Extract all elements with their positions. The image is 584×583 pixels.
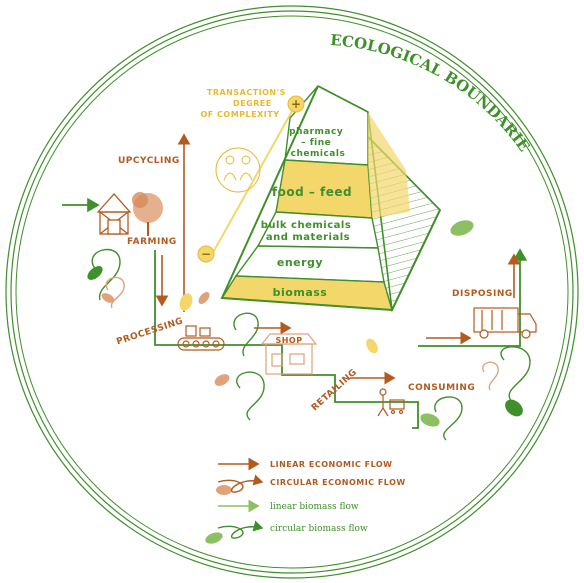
leaf-decorations — [87, 220, 523, 427]
value-pyramid: pharmacy – fine chemicals food – feed bu… — [220, 85, 441, 313]
legend-linear-economic: LINEAR ECONOMIC FLOW — [218, 457, 393, 471]
complexity-axis: + − TRANSACTION'S DEGREE OF COMPLEXITY — [197, 88, 305, 263]
tree-icon — [132, 192, 163, 236]
shop-icon — [260, 333, 318, 375]
legend-circular-biomass: circular biomass flow — [205, 520, 368, 544]
level-biomass-text: biomass — [273, 286, 328, 299]
svg-text:linear biomass flow: linear biomass flow — [270, 502, 359, 512]
label-disposing: DISPOSING — [452, 289, 513, 299]
label-consuming: CONSUMING — [408, 383, 475, 393]
svg-text:LINEAR ECONOMIC FLOW: LINEAR ECONOMIC FLOW — [270, 460, 393, 469]
barn-icon — [96, 193, 132, 235]
minus-marker — [197, 245, 215, 263]
shopper-icon — [377, 388, 405, 417]
svg-text:+: + — [291, 97, 301, 111]
legend-circular-economic: CIRCULAR ECONOMIC FLOW — [216, 474, 406, 495]
circular-loops — [91, 248, 531, 441]
level-bulk-text: bulk chemicals and materials — [261, 220, 356, 243]
legend-linear-biomass: linear biomass flow — [218, 499, 359, 513]
title-ecological-boundaries: ECOLOGICAL BOUNDARIES — [0, 0, 533, 155]
shop-sign: SHOP — [275, 336, 302, 345]
legend: LINEAR ECONOMIC FLOW CIRCULAR ECONOMIC F… — [205, 457, 406, 544]
level-energy-text: energy — [277, 256, 323, 269]
svg-text:−: − — [201, 247, 211, 261]
green-flow-path — [62, 197, 528, 429]
conveyor-icon — [177, 325, 225, 351]
label-processing: PROCESSING — [115, 316, 184, 347]
svg-text:circular biomass flow: circular biomass flow — [270, 524, 368, 534]
brown-economic-arrows — [155, 133, 521, 385]
axis-label: TRANSACTION'S DEGREE OF COMPLEXITY — [200, 88, 289, 119]
people-sketch-icon — [215, 147, 261, 193]
svg-text:CIRCULAR ECONOMIC FLOW: CIRCULAR ECONOMIC FLOW — [270, 478, 406, 487]
garbage-truck-icon — [473, 307, 537, 339]
level-food-feed-text: food – feed — [272, 185, 352, 199]
plus-marker — [287, 95, 305, 113]
level-pharmacy-text: pharmacy – fine chemicals — [289, 127, 347, 159]
label-farming: FARMING — [127, 237, 177, 247]
ecological-boundary-rings — [5, 5, 579, 579]
label-upcycling: UPCYCLING — [118, 156, 180, 166]
